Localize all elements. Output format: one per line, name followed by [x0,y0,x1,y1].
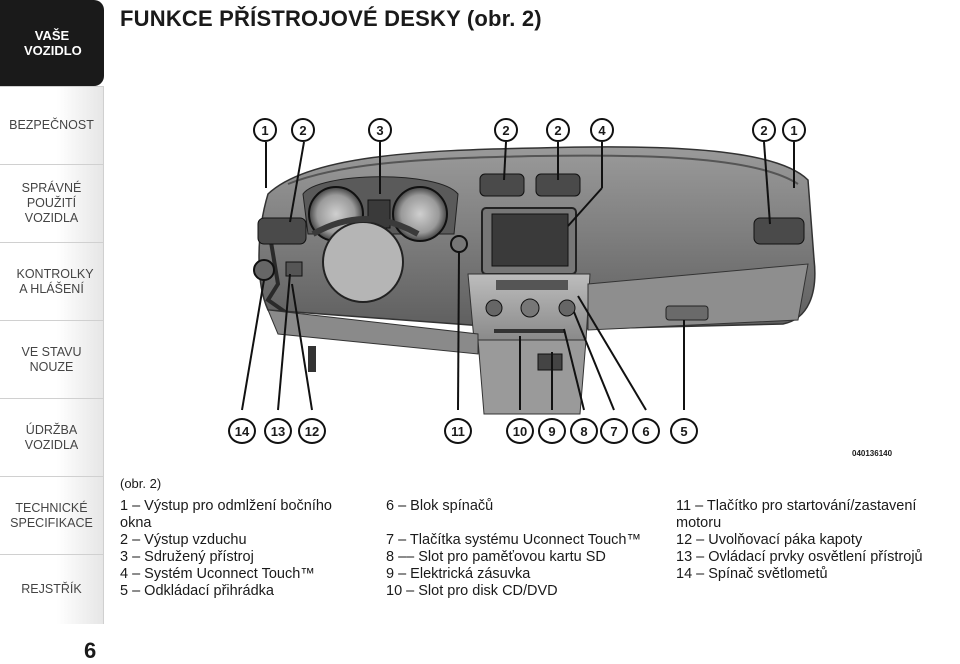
tab-technicke-specifikace[interactable]: TECHNICKÉ SPECIFIKACE [0,476,104,554]
legend-column-2: 6 – Blok spínačů 7 – Tlačítka systému Uc… [386,498,641,600]
legend-item: 12 – Uvolňovací páka kapoty [676,532,863,548]
callout-1-left: 1 [253,118,277,142]
callout-6: 6 [632,418,660,444]
legend-item: 5 – Odkládací přihrádka [120,583,274,599]
legend-item: 11 – Tlačítko pro startování/zastavení [676,498,917,514]
legend-item: 2 – Výstup vzduchu [120,532,247,548]
tab-bezpecnost[interactable]: BEZPEČNOST [0,86,104,164]
legend-item: 14 – Spínač světlometů [676,566,828,582]
figure-caption: (obr. 2) [120,476,162,491]
callout-2-b: 2 [494,118,518,142]
callout-12: 12 [298,418,326,444]
callout-4: 4 [590,118,614,142]
legend-item: 1 – Výstup pro odmlžení bočního [120,498,332,514]
callout-11: 11 [444,418,472,444]
callout-7: 7 [600,418,628,444]
legend-item: 8 –– Slot pro paměťovou kartu SD [386,549,606,565]
callout-5: 5 [670,418,698,444]
tab-rejstrik[interactable]: REJSTŘÍK [0,554,104,624]
page-title: FUNKCE PŘÍSTROJOVÉ DESKY (obr. 2) [120,6,542,31]
callout-10: 10 [506,418,534,444]
page-number: 6 [84,638,97,663]
tab-label: VAŠE VOZIDLO [24,28,82,58]
dashboard-figure: 1 2 3 2 2 4 2 1 14 13 12 11 10 9 8 7 6 5 [118,84,954,462]
tab-label: ÚDRŽBA VOZIDLA [24,422,79,452]
callout-14: 14 [228,418,256,444]
tab-label: VE STAVU NOUZE [21,344,82,374]
callout-2-c: 2 [546,118,570,142]
tab-spravne-pouziti[interactable]: SPRÁVNÉ POUŽITÍ VOZIDLA [0,164,104,242]
tab-ve-stavu-nouze[interactable]: VE STAVU NOUZE [0,320,104,398]
callout-1-right: 1 [782,118,806,142]
legend-item: okna [120,515,152,531]
figure-code: 040136140 [852,449,893,458]
callout-2-a: 2 [291,118,315,142]
legend-item: 13 – Ovládací prvky osvětlení přístrojů [676,549,923,565]
tab-label: SPRÁVNÉ POUŽITÍ VOZIDLA [21,181,82,225]
legend-item: 4 – Systém Uconnect Touch™ [120,566,315,582]
legend-column-1: 1 – Výstup pro odmlžení bočního okna 2 –… [120,498,332,600]
tab-label: KONTROLKY A HLÁŠENÍ [16,266,94,296]
legend-item: 9 – Elektrická zásuvka [386,566,531,582]
legend-item [386,515,641,532]
sidebar: VAŠE VOZIDLO BEZPEČNOST SPRÁVNÉ POUŽITÍ … [0,0,104,664]
callout-2-d: 2 [752,118,776,142]
tab-label: REJSTŘÍK [21,582,82,596]
legend-item: 6 – Blok spínačů [386,498,494,514]
tab-label: TECHNICKÉ SPECIFIKACE [10,500,93,530]
callout-9: 9 [538,418,566,444]
callout-13: 13 [264,418,292,444]
tab-vase-vozidlo[interactable]: VAŠE VOZIDLO [0,0,104,86]
tab-udrzba[interactable]: ÚDRŽBA VOZIDLA [0,398,104,476]
callout-8: 8 [570,418,598,444]
legend-item: 10 – Slot pro disk CD/DVD [386,583,558,599]
legend-column-3: 11 – Tlačítko pro startování/zastavení m… [676,498,923,583]
legend-item: 3 – Sdružený přístroj [120,549,254,565]
legend-item: 7 – Tlačítka systému Uconnect Touch™ [386,532,641,548]
callout-3: 3 [368,118,392,142]
tab-label: BEZPEČNOST [9,118,94,132]
tab-kontrolky[interactable]: KONTROLKY A HLÁŠENÍ [0,242,104,320]
legend-item: motoru [676,515,722,531]
dashboard-illustration [241,141,816,415]
